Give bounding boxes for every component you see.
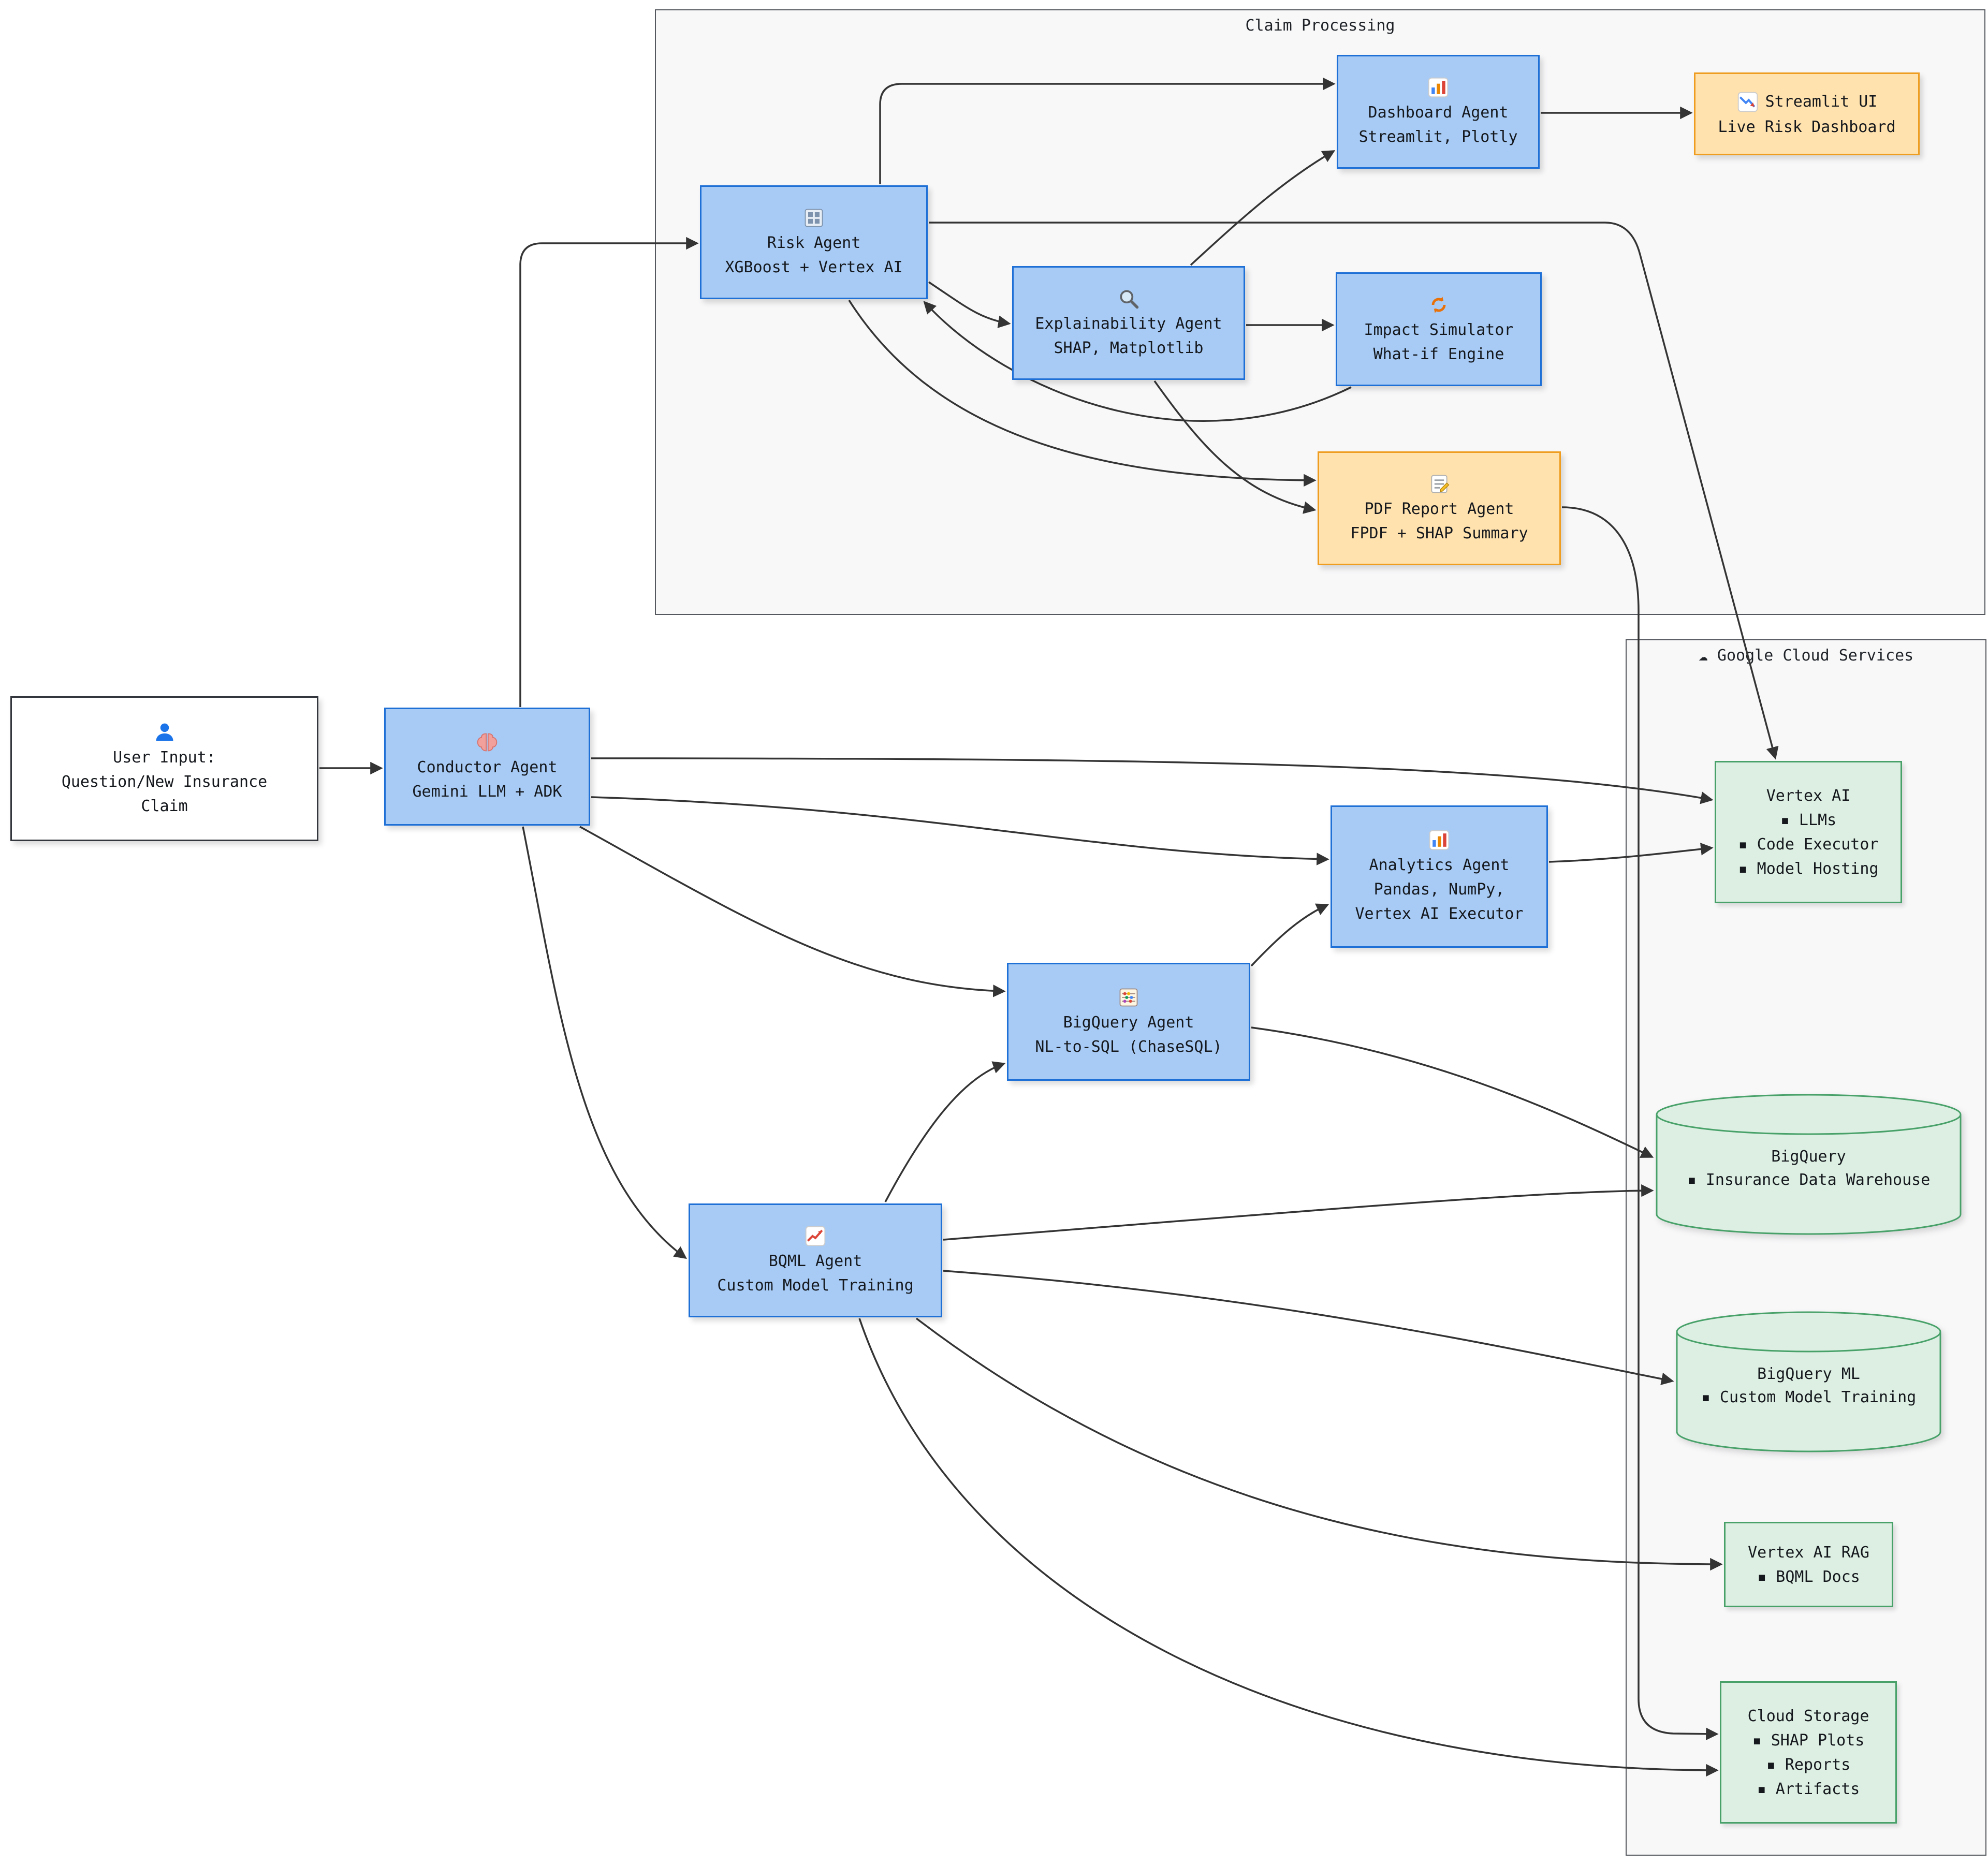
node-analytics-agent: Analytics Agent Pandas, NumPy, Vertex AI… [1331, 805, 1548, 948]
node-bigquery-agent: BigQuery Agent NL-to-SQL (ChaseSQL) [1007, 963, 1250, 1081]
node-label: Impact Simulator [1364, 321, 1514, 339]
node-label: Explainability Agent [1035, 315, 1222, 333]
edge-conductor-to-risk [519, 237, 699, 707]
node-vertex-ai-rag: Vertex AI RAG ▪ BQML Docs [1724, 1522, 1893, 1607]
edge-bqml-to-vertex-ai-rag [915, 1317, 1723, 1571]
edge-explainability-to-dashboard [1190, 150, 1336, 266]
cylinder-shape [1656, 1094, 1962, 1235]
node-label: ▪ Custom Model Training [1701, 1388, 1917, 1406]
subgraph-google-cloud-services-title: ☁ Google Cloud Services [1627, 647, 1985, 665]
node-streamlit-ui: Streamlit UI Live Risk Dashboard [1694, 72, 1920, 155]
node-label: BigQuery ML [1757, 1365, 1860, 1383]
node-label: Vertex AI Executor [1355, 905, 1524, 923]
edge-conductor-to-bigquery-agent [579, 826, 1006, 997]
node-label: Live Risk Dashboard [1718, 118, 1896, 136]
edge-impact-to-risk [923, 301, 1352, 422]
node-label: Analytics Agent [1369, 856, 1510, 874]
node-label: ▪ SHAP Plots [1752, 1731, 1865, 1750]
node-label: Vertex AI RAG [1748, 1543, 1869, 1562]
node-label: ▪ BQML Docs [1757, 1567, 1860, 1586]
chart-down-icon [1736, 90, 1759, 114]
node-label: Cloud Storage [1747, 1707, 1869, 1725]
node-label: ▪ Code Executor [1738, 835, 1879, 854]
cloud-icon: ☁ [1698, 647, 1708, 665]
edge-bigquery-agent-to-analytics [1250, 903, 1329, 967]
edge-bqml-to-bigquery [943, 1184, 1654, 1241]
loop-icon [1427, 292, 1450, 317]
node-label: ▪ Artifacts [1757, 1780, 1860, 1798]
edge-explainability-to-pdf-report [1153, 380, 1317, 514]
node-label: ▪ Reports [1766, 1755, 1851, 1774]
node-label: What-if Engine [1373, 345, 1504, 363]
edge-conductor-to-bqml [522, 826, 687, 1259]
node-label: User Input: [113, 748, 216, 767]
node-label: Question/New Insurance [61, 772, 268, 791]
node-user-input: User Input: Question/New Insurance Claim [10, 696, 318, 841]
node-label: BigQuery Agent [1063, 1014, 1194, 1032]
node-bigquery: BigQuery ▪ Insurance Data Warehouse [1655, 1093, 1962, 1236]
node-bqml-agent: BQML Agent Custom Model Training [689, 1203, 942, 1317]
cylinder-shape [1676, 1311, 1941, 1452]
edge-risk-to-vertex-ai [929, 222, 1779, 760]
edge-conductor-to-analytics [591, 796, 1329, 865]
node-label: Conductor Agent [417, 758, 558, 776]
edge-conductor-to-vertex-ai [591, 757, 1714, 804]
node-label: Custom Model Training [717, 1276, 914, 1295]
node-risk-agent: Risk Agent XGBoost + Vertex AI [700, 185, 928, 299]
node-label: NL-to-SQL (ChaseSQL) [1035, 1038, 1222, 1056]
node-label: XGBoost + Vertex AI [725, 258, 903, 276]
memo-icon [1428, 472, 1451, 496]
user-icon [153, 720, 176, 745]
edge-analytics-to-vertex-ai [1548, 843, 1714, 863]
magnifier-icon [1117, 286, 1140, 311]
bar-chart-icon [1428, 828, 1451, 853]
edge-bqml-to-cloud-storage [858, 1318, 1719, 1777]
node-label: ▪ Model Hosting [1738, 859, 1879, 878]
brain-icon [476, 730, 499, 755]
edge-risk-to-pdf-report [848, 300, 1317, 487]
node-label: Claim [141, 797, 188, 815]
node-dashboard-agent: Dashboard Agent Streamlit, Plotly [1337, 55, 1540, 169]
subgraph-claim-processing-title: Claim Processing [1245, 17, 1395, 35]
node-vertex-ai: Vertex AI ▪ LLMs ▪ Code Executor ▪ Model… [1715, 761, 1902, 903]
edge-bqml-to-bigquery-agent [884, 1061, 1006, 1202]
node-label: BQML Agent [768, 1252, 863, 1270]
node-explainability-agent: Explainability Agent SHAP, Matplotlib [1012, 266, 1245, 380]
node-label: Vertex AI [1766, 786, 1851, 805]
node-impact-simulator: Impact Simulator What-if Engine [1336, 272, 1542, 386]
edge-bigquery-agent-to-bigquery [1251, 1026, 1654, 1158]
node-label: FPDF + SHAP Summary [1350, 524, 1528, 542]
control-grid-icon [802, 205, 825, 230]
edge-bqml-to-bigquery-ml [943, 1270, 1674, 1385]
edge-pdf-report-to-cloud-storage [1561, 506, 1719, 1741]
chart-up-icon [804, 1224, 827, 1249]
node-label: BigQuery [1771, 1148, 1846, 1166]
node-cloud-storage: Cloud Storage ▪ SHAP Plots ▪ Reports ▪ A… [1720, 1681, 1897, 1824]
node-pdf-report-agent: PDF Report Agent FPDF + SHAP Summary [1318, 451, 1561, 565]
node-label: Risk Agent [767, 234, 861, 252]
node-label: SHAP, Matplotlib [1054, 339, 1204, 357]
abacus-icon [1117, 985, 1140, 1010]
node-label: Gemini LLM + ADK [412, 783, 562, 801]
node-label: Streamlit UI [1765, 93, 1878, 111]
node-label: Dashboard Agent [1368, 104, 1509, 122]
node-label: PDF Report Agent [1364, 500, 1514, 518]
edge-risk-to-dashboard [879, 77, 1336, 184]
node-label: Streamlit, Plotly [1358, 128, 1518, 146]
bar-chart-icon [1427, 75, 1450, 100]
node-bigquery-ml: BigQuery ML ▪ Custom Model Training [1675, 1311, 1942, 1453]
node-conductor-agent: Conductor Agent Gemini LLM + ADK [384, 708, 590, 826]
node-label: ▪ Insurance Data Warehouse [1687, 1171, 1931, 1189]
node-label: Pandas, NumPy, [1373, 880, 1505, 899]
node-label: ▪ LLMs [1780, 811, 1837, 829]
edge-risk-to-explainability [928, 281, 1011, 328]
